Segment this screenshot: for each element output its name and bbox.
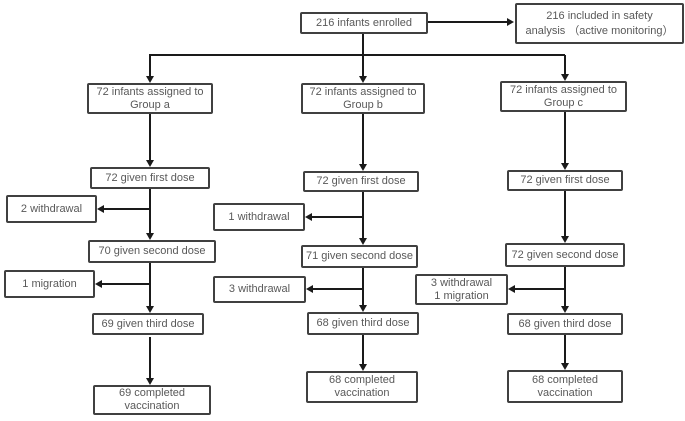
arrowhead-down <box>561 306 569 313</box>
arrowhead-down <box>146 306 154 313</box>
connector-group-a-to-first <box>149 113 151 160</box>
arrowhead-left <box>306 285 313 293</box>
arrowhead-down <box>561 74 569 81</box>
node-enrolled: 216 infants enrolled <box>300 12 428 34</box>
node-label: 69 completed <box>118 387 186 399</box>
node-label: Group a <box>130 98 170 111</box>
node-completed-c: 68 completed vaccination <box>507 370 623 403</box>
arrowhead-down <box>359 76 367 83</box>
arrowhead-right <box>507 18 514 26</box>
node-label: 69 given third dose <box>101 317 195 330</box>
connector-to-withdrawal-b2 <box>313 288 363 290</box>
node-label: vaccination <box>334 387 390 399</box>
arrowhead-down <box>146 160 154 167</box>
node-completed-b: 68 completed vaccination <box>306 371 418 403</box>
arrowhead-down <box>561 363 569 370</box>
node-label: 72 given first dose <box>316 175 406 187</box>
node-label: 72 infants assigned to <box>509 83 618 96</box>
node-label: 72 infants assigned to <box>309 85 417 98</box>
node-label: 1 migration <box>434 289 489 302</box>
connector-to-withdrawal-b1 <box>312 216 363 218</box>
connector-to-withdrawal-migration-c <box>515 288 565 290</box>
node-label: vaccination <box>537 386 593 399</box>
arrowhead-left <box>508 285 515 293</box>
node-label: 72 given first dose <box>105 171 195 184</box>
node-label: 72 infants assigned to <box>96 85 204 98</box>
arrowhead-down <box>359 164 367 171</box>
node-first-dose-c: 72 given first dose <box>507 170 623 191</box>
node-migration-a: 1 migration <box>4 270 95 298</box>
node-first-dose-a: 72 given first dose <box>90 167 210 189</box>
node-second-dose-c: 72 given second dose <box>505 243 625 267</box>
node-label: 68 completed <box>531 373 599 386</box>
node-withdrawal-a1: 2 withdrawal <box>6 195 97 223</box>
node-label: 68 given third dose <box>316 317 410 329</box>
arrowhead-down <box>146 76 154 83</box>
node-label: 1 migration <box>22 277 77 290</box>
connector-to-migration-a <box>102 283 150 285</box>
node-withdrawal-b2: 3 withdrawal <box>213 276 306 303</box>
arrowhead-left <box>95 280 102 288</box>
connector-second-b-to-third <box>362 268 364 305</box>
node-label: 72 given second dose <box>511 248 619 261</box>
connector-enrolled-to-safety <box>428 21 507 23</box>
node-label: Group b <box>343 98 383 111</box>
arrowhead-down <box>561 163 569 170</box>
node-safety-analysis: 216 included in safety analysis （active … <box>515 3 684 44</box>
node-label: 216 infants enrolled <box>315 16 412 29</box>
node-second-dose-a: 70 given second dose <box>88 240 216 263</box>
connector-to-withdrawal-a1 <box>104 208 150 210</box>
node-group-a: 72 infants assigned to Group a <box>87 83 213 114</box>
node-label: 3 withdrawal <box>430 276 493 289</box>
node-label: 216 included in safety <box>546 9 653 22</box>
node-label: 70 given second dose <box>98 245 206 257</box>
connector-third-a-to-completed <box>149 337 151 378</box>
node-group-b: 72 infants assigned to Group b <box>301 83 425 114</box>
node-second-dose-b: 71 given second dose <box>301 245 418 268</box>
connector-group-b-to-first <box>362 114 364 164</box>
connector-branch-to-group-c <box>564 55 566 74</box>
connector-first-b-to-second <box>362 192 364 238</box>
arrowhead-down <box>359 364 367 371</box>
arrowhead-down <box>359 238 367 245</box>
node-label: 72 given first dose <box>520 174 610 186</box>
node-withdrawal-migration-c: 3 withdrawal 1 migration <box>415 274 508 305</box>
node-first-dose-b: 72 given first dose <box>303 171 419 192</box>
node-label: 2 withdrawal <box>20 202 83 215</box>
node-label: 71 given second dose <box>305 250 414 262</box>
connector-second-c-to-third <box>564 267 566 306</box>
connector-third-c-to-completed <box>564 335 566 363</box>
node-completed-a: 69 completed vaccination <box>93 385 211 415</box>
arrowhead-down <box>359 305 367 312</box>
node-label: vaccination <box>124 400 180 412</box>
arrowhead-down <box>146 233 154 240</box>
connector-branch-line <box>149 54 565 56</box>
connector-branch-to-group-a <box>149 55 151 76</box>
node-third-dose-b: 68 given third dose <box>307 312 419 335</box>
node-label: 1 withdrawal <box>228 210 290 223</box>
arrowhead-down <box>561 236 569 243</box>
node-third-dose-a: 69 given third dose <box>92 313 204 335</box>
node-label: 68 given third dose <box>518 317 612 330</box>
connector-first-c-to-second <box>564 191 566 236</box>
arrowhead-left <box>305 213 312 221</box>
arrowhead-left <box>97 205 104 213</box>
node-label: 3 withdrawal <box>228 283 291 295</box>
node-label: Group c <box>543 96 584 109</box>
connector-second-a-to-third <box>149 263 151 306</box>
node-third-dose-c: 68 given third dose <box>507 313 623 335</box>
connector-group-c-to-first <box>564 112 566 163</box>
connector-first-a-to-second <box>149 189 151 233</box>
connector-third-b-to-completed <box>362 335 364 364</box>
arrowhead-down <box>146 378 154 385</box>
node-withdrawal-b1: 1 withdrawal <box>213 203 305 231</box>
node-group-c: 72 infants assigned to Group c <box>500 81 627 112</box>
node-label: 68 completed <box>328 374 396 386</box>
node-label: analysis （active monitoring） <box>525 24 674 37</box>
